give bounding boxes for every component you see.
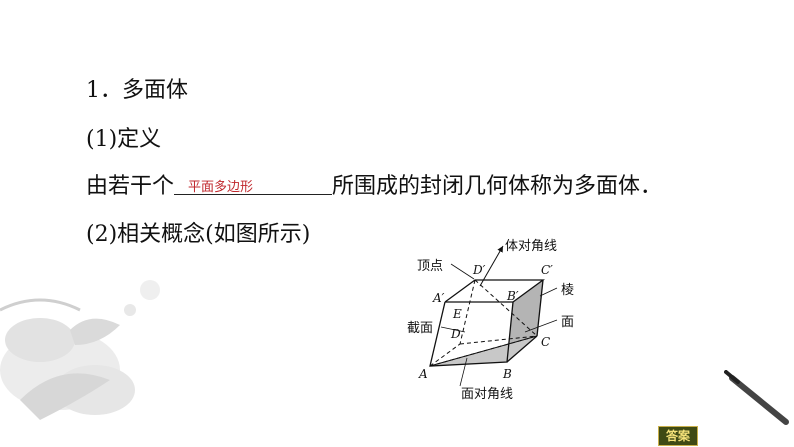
- label-body-diagonal: 体对角线: [505, 239, 557, 254]
- ink-flower-decoration: [0, 280, 160, 420]
- back-right-edge: [536, 279, 544, 337]
- point-A: A: [418, 367, 428, 381]
- point-C: C: [541, 335, 550, 349]
- label-section: 截面: [407, 321, 433, 336]
- section-heading: 1．多面体: [86, 78, 188, 103]
- label-face-diagonal: 面对角线: [461, 387, 513, 402]
- hidden-vertical-edge: [459, 279, 476, 345]
- definition-suffix: 所围成的封闭几何体称为多面体．: [332, 174, 663, 199]
- answer-blank: 平面多边形: [174, 172, 333, 195]
- top-face-edges: [444, 279, 545, 303]
- answer-button[interactable]: 答案: [658, 426, 698, 446]
- definition-prefix: 由若干个: [86, 174, 175, 199]
- label-vertex: 顶点: [417, 259, 443, 274]
- label-face: 面: [561, 315, 574, 330]
- point-D: D: [450, 327, 461, 341]
- polyhedron-figure: 顶点 体对角线 棱 面 截面 面对角线 D′ C′ A′ B′ E D C B …: [407, 239, 574, 402]
- bottom-right-edge: [506, 335, 538, 363]
- point-B: B: [502, 367, 512, 381]
- answer-blank-text: 平面多边形: [188, 180, 254, 195]
- point-D1: D′: [472, 263, 486, 277]
- point-B1: B′: [506, 289, 519, 303]
- definition-sentence: 由若干个平面多边形 所围成的封闭几何体称为多面体．: [86, 168, 662, 200]
- point-E: E: [452, 307, 462, 321]
- point-C1: C′: [541, 263, 553, 277]
- concepts-title: (2)相关概念(如图所示): [86, 222, 311, 247]
- hidden-edge-dc: [459, 335, 538, 345]
- point-A1: A′: [432, 291, 445, 305]
- hidden-edge-ad: [429, 343, 461, 367]
- brush-decoration: [724, 370, 789, 425]
- definition-title: (1)定义: [86, 127, 162, 152]
- label-edge: 棱: [561, 282, 574, 298]
